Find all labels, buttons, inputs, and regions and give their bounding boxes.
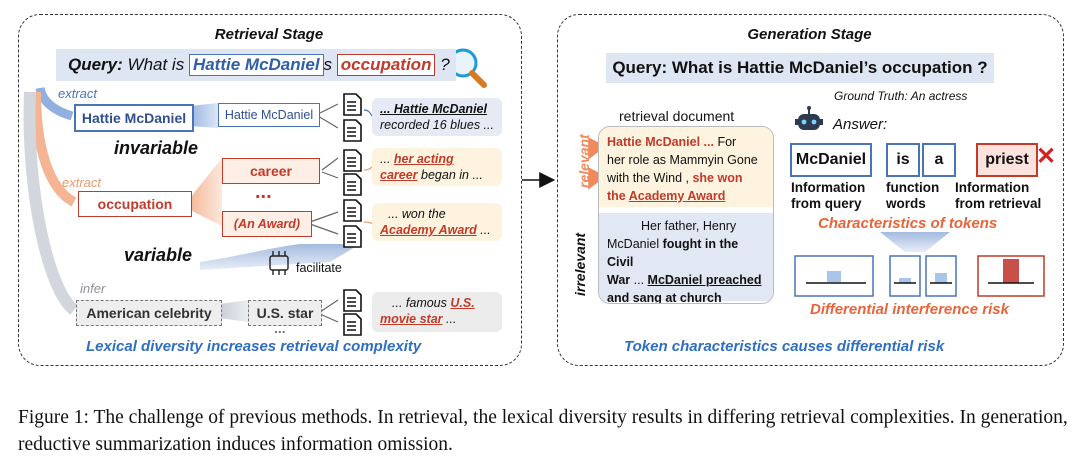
snippet-star: ... famous U.S. movie star ... — [372, 292, 502, 332]
alt-box-award: (An Award) — [222, 211, 312, 237]
retrieval-panel — [18, 14, 522, 366]
figure-graphics — [23, 48, 1045, 336]
fan-keyword — [190, 158, 222, 226]
snippet-award: ... won the Academy Award ... — [372, 203, 502, 241]
extract-label-2: extract — [62, 175, 102, 190]
characteristics-label: Characteristics of tokens — [818, 215, 998, 232]
snippet-entity: ... Hattie McDaniel recorded 16 blues ..… — [372, 98, 502, 136]
extract-arrow-blue — [35, 86, 74, 121]
chip-icon — [269, 251, 289, 275]
query-s: s — [323, 55, 333, 74]
facilitate-label: facilitate — [296, 261, 342, 275]
query-keyword: occupation — [336, 54, 436, 76]
generation-query-bar: Query: What is Hattie McDaniel’s occupat… — [606, 53, 994, 83]
figure-caption: Figure 1: The challenge of previous meth… — [18, 407, 1068, 455]
token-mcdaniel: McDaniel — [790, 143, 872, 177]
entity-box: Hattie McDaniel — [74, 104, 194, 132]
snippet-4b-red: movie star — [380, 312, 443, 326]
infer-label: infer — [80, 281, 106, 296]
infer-arrow-grey — [23, 91, 79, 315]
snippet-1b: recorded 16 blues ... — [380, 118, 494, 132]
variable-fan — [200, 244, 360, 270]
entity-box-2: Hattie McDaniel — [218, 103, 320, 127]
inferred-box: American celebrity — [76, 300, 222, 326]
irrelevant-doc: Her father, Henry McDaniel fought in the… — [599, 213, 773, 303]
token-a: a — [922, 143, 956, 177]
snippet-4a-red: U.S. — [450, 296, 475, 310]
token-priest: priest — [976, 143, 1038, 177]
retrieval-title: Retrieval Stage — [214, 26, 324, 43]
fan-entity — [190, 103, 218, 128]
irrelevant-label: irrelevant — [572, 232, 588, 296]
star-dots: ... — [274, 320, 286, 336]
query-label: Query: — [68, 55, 123, 74]
caption-retrieval: Information from retrieval — [955, 180, 1042, 211]
query-entity: Hattie McDaniel — [188, 54, 324, 76]
snippet-2a-red: her acting — [393, 152, 454, 166]
answer-label: Answer: — [833, 116, 888, 133]
query-pre: What is — [127, 55, 185, 74]
generation-title: Generation Stage — [747, 26, 872, 43]
snippet-2b-red: career — [380, 168, 418, 182]
invariable-label: invariable — [114, 138, 199, 158]
generation-footer: Token characteristics causes differentia… — [624, 338, 945, 355]
caption-query: Information from query — [791, 180, 866, 211]
snippet-career: ... her acting career began in ... — [372, 148, 502, 186]
keyword-box: occupation — [78, 191, 192, 217]
alt-dots: ... — [255, 181, 272, 203]
robot-icon — [795, 106, 823, 130]
extract-label-1: extract — [58, 86, 98, 101]
relevant-doc: Hattie McDaniel ... For her role as Mamm… — [599, 127, 773, 207]
characteristics-fan — [880, 232, 950, 252]
token-is: is — [886, 143, 920, 177]
ground-truth: Ground Truth: An actress — [834, 89, 968, 103]
extract-arrow-orange — [31, 91, 77, 207]
caption-function: function words — [886, 180, 940, 211]
star-box: U.S. star — [248, 300, 322, 326]
risk-label: Differential interference risk — [810, 301, 1009, 318]
variable-label: variable — [124, 245, 193, 265]
generation-panel — [557, 14, 1064, 366]
risk-bars — [794, 255, 1045, 297]
fan-inferred — [220, 300, 248, 322]
snippet-3a: ... won the — [388, 207, 446, 221]
snippet-1a: ... Hattie McDaniel — [380, 102, 487, 116]
document-icon — [343, 93, 362, 336]
retrieval-document-label: retrieval document — [619, 108, 735, 124]
relevant-label: relevant — [576, 134, 592, 188]
retrieval-document: Hattie McDaniel ... For her role as Mamm… — [598, 126, 774, 304]
alt-box-career: career — [222, 158, 320, 184]
retrieval-query-bar: Query: What is Hattie McDaniel s occupat… — [56, 49, 456, 81]
query-end: ? — [440, 55, 450, 74]
cross-icon: ✕ — [1036, 143, 1057, 170]
retrieval-footer: Lexical diversity increases retrieval co… — [86, 338, 422, 355]
snippet-3b-red: Academy Award — [380, 223, 477, 237]
